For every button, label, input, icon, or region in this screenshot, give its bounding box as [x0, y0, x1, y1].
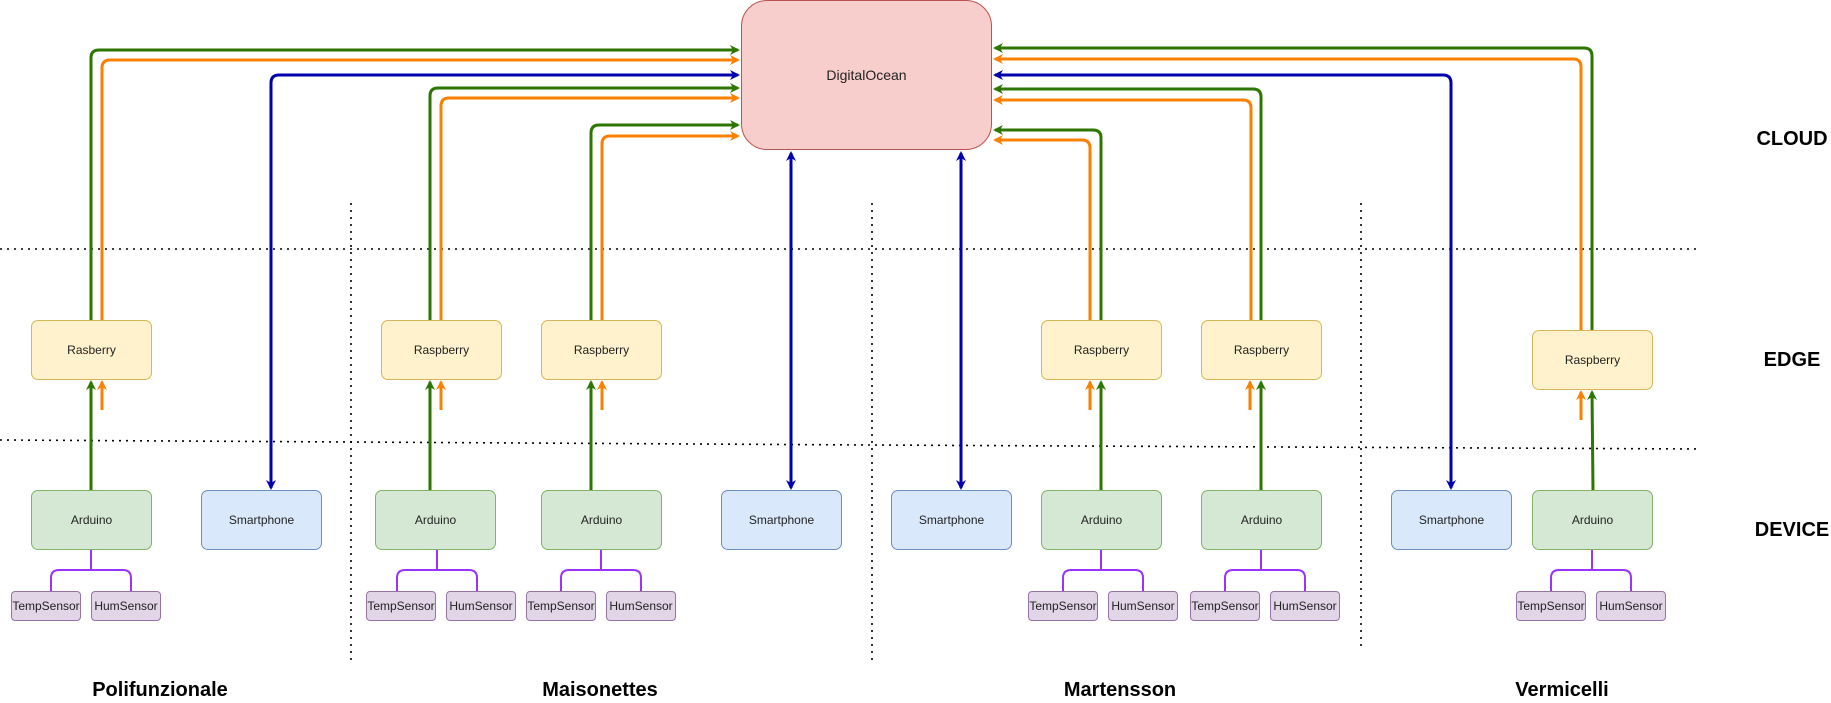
- hum-sensor-4[interactable]: HumSensor: [1108, 591, 1178, 621]
- site-label-martensson: Martensson: [1063, 679, 1177, 701]
- edge-node-6[interactable]: Raspberry: [1532, 330, 1653, 390]
- temp-sensor-1[interactable]: TempSensor: [11, 591, 81, 621]
- hum-sensor-label: HumSensor: [1599, 599, 1663, 613]
- arduino-label: Arduino: [580, 513, 623, 527]
- smartphone-node-1[interactable]: Smartphone: [201, 490, 322, 550]
- hum-sensor-6[interactable]: HumSensor: [1596, 591, 1666, 621]
- arduino-label: Arduino: [1571, 513, 1614, 527]
- hum-sensor-3[interactable]: HumSensor: [606, 591, 676, 621]
- temp-sensor-label: TempSensor: [1517, 599, 1585, 613]
- temp-sensor-3[interactable]: TempSensor: [526, 591, 596, 621]
- edge-node-label: Rasberry: [67, 343, 116, 357]
- smartphone-node-2[interactable]: Smartphone: [721, 490, 842, 550]
- link-edge-cloud-green-4: [993, 125, 1103, 320]
- sensor-bus-4: [1062, 550, 1144, 591]
- link-edge-cloud-green-3: [589, 120, 740, 320]
- link-edge-cloud-green-2: [428, 83, 740, 320]
- link-smartphone-cloud-1: [266, 70, 740, 490]
- site-label-polifunzionale: Polifunzionale: [92, 679, 228, 701]
- link-edge-cloud-orange-5: [993, 95, 1253, 320]
- hum-sensor-label: HumSensor: [1273, 599, 1337, 613]
- arduino-node-1[interactable]: Arduino: [31, 490, 152, 550]
- link-arduino-edge-6: [1587, 390, 1598, 491]
- site-label-vermicelli: Vermicelli: [1515, 679, 1609, 701]
- sensor-bus-1: [50, 550, 132, 591]
- hum-sensor-label: HumSensor: [449, 599, 513, 613]
- smartphone-label: Smartphone: [918, 513, 985, 527]
- site-label-maisonettes: Maisonettes: [542, 679, 658, 701]
- edge-node-label: Raspberry: [1233, 343, 1290, 357]
- link-edge-cloud-green-6: [993, 43, 1594, 330]
- edge-node-3[interactable]: Raspberry: [541, 320, 662, 380]
- temp-sensor-label: TempSensor: [1191, 599, 1259, 613]
- smartphone-label: Smartphone: [228, 513, 295, 527]
- arduino-node-2[interactable]: Arduino: [375, 490, 496, 550]
- link-edge-cloud-green-5: [993, 84, 1263, 320]
- arduino-node-5[interactable]: Arduino: [1201, 490, 1322, 550]
- temp-sensor-2[interactable]: TempSensor: [366, 591, 436, 621]
- temp-sensor-4[interactable]: TempSensor: [1028, 591, 1098, 621]
- sensor-bus-3: [560, 550, 642, 591]
- hum-sensor-2[interactable]: HumSensor: [446, 591, 516, 621]
- link-edge-cloud-green-1: [89, 45, 740, 320]
- smartphone-node-4[interactable]: Smartphone: [1391, 490, 1512, 550]
- smartphone-node-3[interactable]: Smartphone: [891, 490, 1012, 550]
- hum-sensor-1[interactable]: HumSensor: [91, 591, 161, 621]
- link-edge-cloud-orange-3: [600, 131, 740, 320]
- temp-sensor-label: TempSensor: [527, 599, 595, 613]
- tier-label-edge: EDGE: [1763, 349, 1821, 371]
- arduino-node-4[interactable]: Arduino: [1041, 490, 1162, 550]
- tier-label-device: DEVICE: [1754, 519, 1830, 541]
- smartphone-label: Smartphone: [748, 513, 815, 527]
- edge-node-label: Raspberry: [1073, 343, 1130, 357]
- edge-node-5[interactable]: Raspberry: [1201, 320, 1322, 380]
- cloud-node-digitalocean[interactable]: DigitalOcean: [741, 0, 992, 150]
- edge-node-1[interactable]: Rasberry: [31, 320, 152, 380]
- temp-sensor-label: TempSensor: [1029, 599, 1097, 613]
- sensor-bus-5: [1224, 550, 1306, 591]
- hum-sensor-label: HumSensor: [609, 599, 673, 613]
- edge-node-label: Raspberry: [573, 343, 630, 357]
- arduino-label: Arduino: [1240, 513, 1283, 527]
- edge-node-4[interactable]: Raspberry: [1041, 320, 1162, 380]
- edge-node-2[interactable]: Raspberry: [381, 320, 502, 380]
- hum-sensor-label: HumSensor: [1111, 599, 1175, 613]
- arduino-node-3[interactable]: Arduino: [541, 490, 662, 550]
- temp-sensor-label: TempSensor: [367, 599, 435, 613]
- arduino-label: Arduino: [414, 513, 457, 527]
- smartphone-label: Smartphone: [1418, 513, 1485, 527]
- edge-node-label: Raspberry: [1564, 353, 1621, 367]
- sensor-bus-6: [1550, 550, 1632, 591]
- edge-node-label: Raspberry: [413, 343, 470, 357]
- arduino-node-6[interactable]: Arduino: [1532, 490, 1653, 550]
- sensor-bus-2: [396, 550, 478, 591]
- temp-sensor-label: TempSensor: [12, 599, 80, 613]
- temp-sensor-6[interactable]: TempSensor: [1516, 591, 1586, 621]
- divider-edge-device: [0, 439, 1701, 450]
- link-edge-cloud-orange-4: [993, 135, 1092, 320]
- temp-sensor-5[interactable]: TempSensor: [1190, 591, 1260, 621]
- cloud-node-label: DigitalOcean: [826, 67, 907, 83]
- hum-sensor-5[interactable]: HumSensor: [1270, 591, 1340, 621]
- link-edge-cloud-orange-6: [993, 54, 1583, 330]
- arduino-label: Arduino: [70, 513, 113, 527]
- tier-label-cloud: CLOUD: [1756, 128, 1828, 150]
- hum-sensor-label: HumSensor: [94, 599, 158, 613]
- arduino-label: Arduino: [1080, 513, 1123, 527]
- link-smartphone-cloud-4: [993, 70, 1456, 490]
- link-edge-cloud-orange-1: [100, 55, 740, 320]
